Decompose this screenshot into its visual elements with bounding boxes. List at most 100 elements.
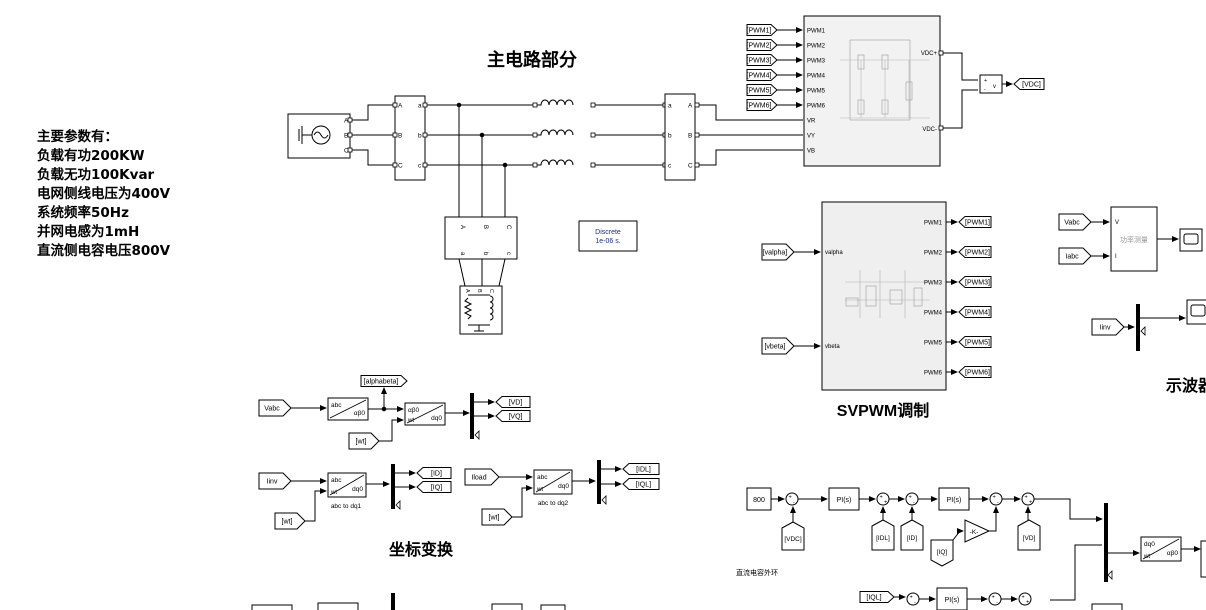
svpwm-subsystem[interactable] (821, 201, 947, 391)
three-phase-measurement-3[interactable] (444, 216, 518, 260)
mux-bar[interactable] (391, 464, 395, 509)
port-label: PWM4 (924, 311, 943, 317)
from-tag[interactable] (746, 54, 778, 66)
mux-bar[interactable] (391, 593, 395, 610)
sum-block[interactable] (785, 492, 799, 506)
from-tag-label: Iabc (1065, 254, 1079, 261)
partial-block[interactable] (1200, 540, 1206, 578)
goto-tag[interactable] (958, 336, 992, 348)
power-measurement-block[interactable] (1110, 206, 1158, 272)
from-tag[interactable] (746, 39, 778, 51)
pi-controller[interactable] (828, 487, 860, 511)
mux-bar[interactable] (470, 393, 474, 439)
goto-tag[interactable] (416, 481, 452, 493)
powergui-block[interactable] (578, 220, 638, 252)
transform-label: αβ0 (408, 407, 419, 414)
partial-block[interactable] (491, 603, 523, 610)
from-tag[interactable] (781, 521, 805, 551)
mux-bar[interactable] (597, 460, 601, 504)
inductor-symbol (489, 295, 494, 321)
sum-block[interactable] (876, 492, 890, 506)
sum-block[interactable] (989, 492, 1003, 506)
three-phase-measurement-1[interactable] (394, 95, 426, 181)
from-tag[interactable] (900, 519, 924, 551)
from-tag[interactable] (746, 84, 778, 96)
mux-arrow (1107, 570, 1113, 580)
constant-800-block[interactable] (746, 487, 772, 511)
transform-label: dq0 (558, 483, 569, 490)
from-tag-label: Vabc (1064, 220, 1080, 227)
goto-tag[interactable] (958, 306, 992, 318)
from-tag[interactable] (481, 508, 513, 526)
goto-tag[interactable] (416, 467, 452, 479)
pi-controller[interactable] (936, 587, 968, 610)
partial-block[interactable] (251, 604, 293, 610)
goto-tag[interactable] (622, 463, 660, 475)
partial-block[interactable] (1091, 603, 1123, 610)
section-title-scope: 示波器 (1166, 376, 1206, 395)
from-tag[interactable] (1091, 318, 1125, 336)
rlc-load[interactable] (459, 285, 503, 335)
from-tag[interactable] (360, 375, 408, 387)
goto-tag[interactable] (958, 276, 992, 288)
from-tag[interactable] (746, 69, 778, 81)
sum-sign: + (884, 500, 887, 506)
from-tag[interactable] (1058, 213, 1092, 231)
goto-tag[interactable] (622, 478, 660, 490)
port-label: PWM1 (924, 221, 943, 227)
goto-tag[interactable] (1013, 78, 1045, 90)
transform-diagonal (535, 471, 571, 493)
inductor-coil[interactable] (537, 129, 574, 136)
goto-tag[interactable] (495, 410, 531, 422)
from-tag[interactable] (761, 337, 795, 355)
mux-arrow (395, 500, 401, 510)
mux-bar[interactable] (1104, 503, 1108, 582)
partial-block[interactable] (540, 604, 566, 610)
scope-screen-icon (1183, 233, 1199, 245)
port-label: PWM3 (807, 59, 826, 65)
from-tag[interactable] (930, 539, 954, 567)
port-label: b (418, 133, 422, 140)
igbt-bridge-subsystem[interactable] (803, 15, 941, 167)
sum-block[interactable] (905, 492, 919, 506)
port-label: A (398, 103, 403, 110)
power-line (350, 104, 393, 121)
sum-block[interactable] (1021, 492, 1035, 506)
signal-line (952, 528, 964, 541)
from-tag[interactable] (859, 591, 895, 603)
inductor-coil[interactable] (537, 159, 574, 166)
sum-block[interactable] (988, 592, 1002, 606)
from-tag[interactable] (871, 519, 895, 551)
inductor-coil[interactable] (537, 99, 574, 106)
sum-block[interactable] (906, 592, 920, 606)
from-tag[interactable] (746, 24, 778, 36)
from-tag[interactable] (746, 99, 778, 111)
from-tag[interactable] (761, 243, 795, 261)
voltage-measurement[interactable] (979, 74, 1003, 94)
signal-line (989, 506, 999, 532)
from-tag[interactable] (348, 432, 380, 450)
transform-block[interactable] (533, 469, 573, 495)
from-tag[interactable] (464, 468, 500, 486)
partial-block[interactable] (317, 602, 359, 610)
mux-bar[interactable] (1136, 304, 1140, 351)
parameter-line: 负载无功100Kvar (37, 167, 155, 183)
from-tag-label: [alphabeta] (364, 379, 399, 386)
from-tag[interactable] (274, 512, 306, 530)
port-label: A (464, 289, 470, 293)
from-tag[interactable] (1058, 247, 1092, 265)
goto-tag[interactable] (495, 396, 531, 408)
from-tag[interactable] (258, 399, 292, 417)
from-tag[interactable] (258, 472, 292, 490)
sum-block[interactable] (1018, 592, 1032, 606)
goto-tag[interactable] (958, 366, 992, 378)
pi-controller[interactable] (938, 487, 970, 511)
port-square (590, 162, 596, 168)
goto-tag[interactable] (958, 216, 992, 228)
from-tag[interactable] (1017, 519, 1041, 551)
port-square (422, 162, 428, 168)
sum-sign: + (789, 495, 792, 501)
gain-block[interactable] (964, 519, 991, 543)
goto-tag[interactable] (958, 246, 992, 258)
port-label: C (505, 225, 511, 230)
